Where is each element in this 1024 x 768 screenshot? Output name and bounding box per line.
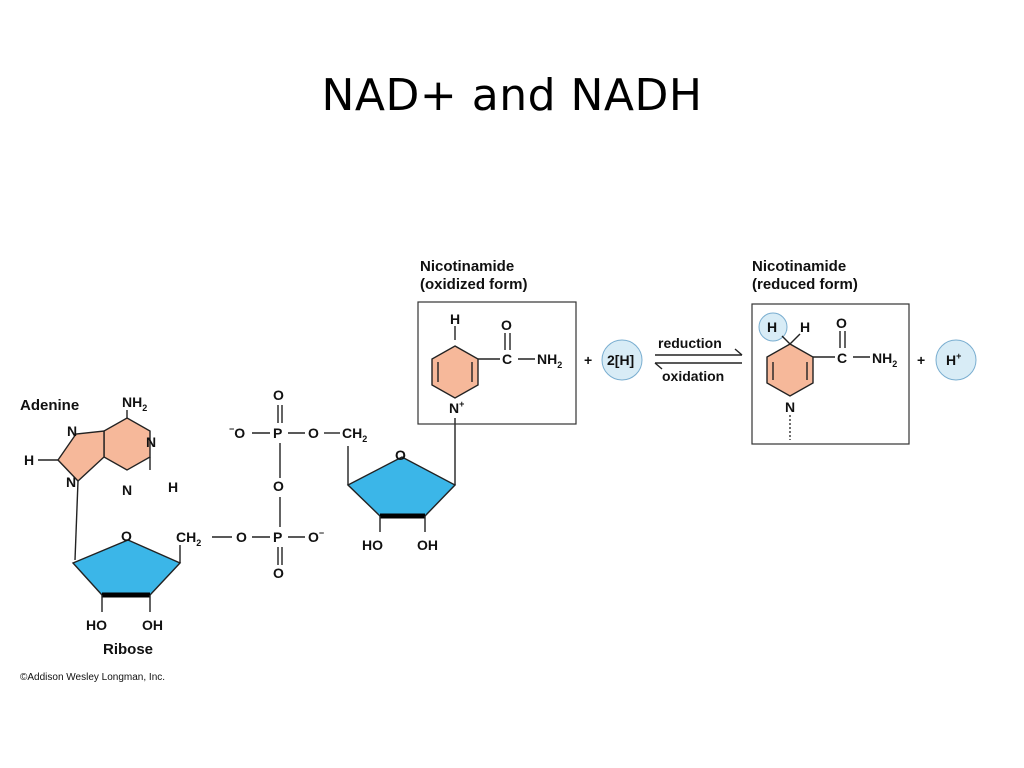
plus-sign-1: +	[584, 352, 592, 368]
phos-bridge-o-upper: O	[308, 425, 319, 441]
nicotinamide-oxidized: Nicotinamide (oxidized form) H C O NH2 N…	[417, 258, 577, 425]
reduced-carbonyl-c: C	[837, 350, 847, 366]
adenine-n3: N	[122, 482, 132, 498]
adenine-nh2: NH2	[122, 394, 147, 413]
nicotinamide-oxidized-subtitle: (oxidized form)	[420, 276, 528, 293]
adenine-structure: Adenine NH2 N N N N H H	[20, 394, 178, 561]
redox-reaction: + 2[H] reduction oxidation	[584, 335, 743, 384]
adenine-six-ring	[103, 417, 151, 471]
dihydropyridine-ring	[766, 343, 814, 397]
ribose2-o: O	[395, 447, 406, 463]
reduced-amide-nh2: NH2	[872, 350, 897, 369]
h-plus-label: H+	[946, 351, 961, 368]
ribose1-oh: OH	[142, 617, 163, 633]
reduced-ring-n: N	[785, 399, 795, 415]
ribose1-ho: HO	[86, 617, 107, 633]
phos-o-minus-upper: −O	[229, 424, 245, 441]
adenine-n9: N	[66, 474, 76, 490]
oxidized-ring-h: H	[450, 311, 460, 327]
nicotinamide-reduced-title: Nicotinamide	[752, 258, 846, 275]
oxidation-label: oxidation	[662, 368, 724, 384]
nicotinamide-oxidized-title: Nicotinamide	[420, 258, 514, 275]
page-title: NAD+ and NADH	[321, 70, 703, 121]
phosphorus-upper: P	[273, 425, 282, 441]
two-h-label: 2[H]	[607, 352, 634, 368]
adenine-five-ring	[57, 430, 105, 482]
reduced-ring-h: H	[800, 319, 810, 335]
ribose1-ch2: CH2	[176, 529, 201, 548]
oxidized-amide-nh2: NH2	[537, 351, 562, 370]
nicotinamide-reduced-subtitle: (reduced form)	[752, 276, 858, 293]
reduced-carbonyl-o: O	[836, 315, 847, 331]
oxidized-carbonyl-o: O	[501, 317, 512, 333]
ribose-ring-2	[346, 456, 457, 517]
adenine-n7: N	[67, 423, 77, 439]
adenine-h2: H	[168, 479, 178, 495]
nicotinamide-oxidized-box	[417, 301, 577, 425]
phosphorus-lower: P	[273, 529, 282, 545]
phos-bridge-o-middle: O	[273, 478, 284, 494]
copyright-text: ©Addison Wesley Longman, Inc.	[20, 672, 165, 683]
two-h-circle	[601, 339, 643, 381]
phos-bridge-o-lower: O	[236, 529, 247, 545]
pyridinium-ring	[431, 345, 479, 399]
ribose-label: Ribose	[103, 641, 153, 658]
reduction-label: reduction	[658, 335, 722, 351]
ribose1-o: O	[121, 528, 132, 544]
pyridinium-n-plus: N+	[449, 399, 464, 416]
ribose2-oh: OH	[417, 537, 438, 553]
ribose-sugar-2: O HO OH	[346, 418, 457, 553]
ribose-sugar-1: O HO OH Ribose CH2	[71, 528, 201, 658]
ribose2-ho: HO	[362, 537, 383, 553]
nicotinamide-reduced-box	[751, 303, 910, 445]
phos-o-minus-lower: O−	[308, 528, 324, 545]
phos-double-o-upper: O	[273, 387, 284, 403]
phos-double-o-lower: O	[273, 565, 284, 581]
diphosphate-bridge: O P O− O O −O P O CH2 O	[212, 387, 367, 581]
adenine-n1: N	[146, 434, 156, 450]
nicotinamide-reduced: Nicotinamide (reduced form) H H C O NH2 …	[751, 258, 977, 445]
h-plus-circle	[935, 339, 977, 381]
oxidized-carbonyl-c: C	[502, 351, 512, 367]
added-h-circle	[758, 312, 788, 342]
adenine-label: Adenine	[20, 397, 79, 414]
adenine-h8: H	[24, 452, 34, 468]
ribose2-ch2: CH2	[342, 425, 367, 444]
reduced-added-h: H	[767, 319, 777, 335]
plus-sign-2: +	[917, 352, 925, 368]
ribose-ring-1	[71, 539, 182, 596]
